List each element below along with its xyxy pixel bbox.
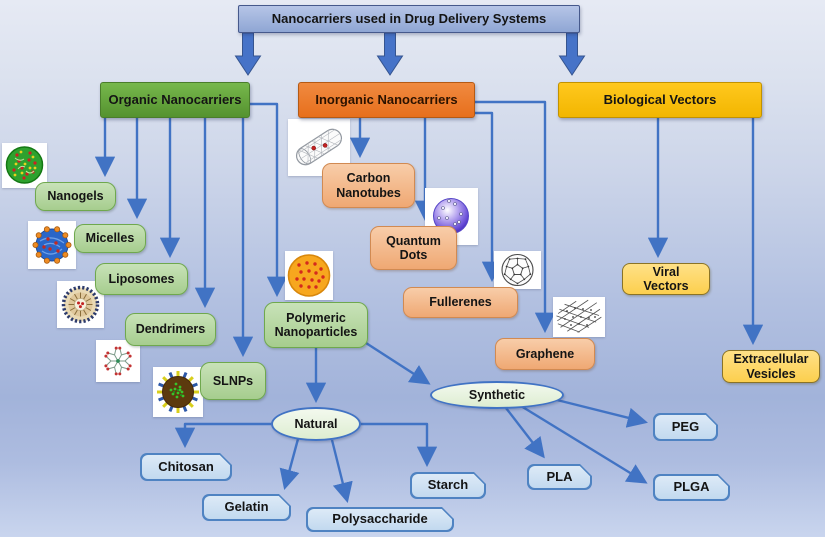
branch-inorganic-nanocarriers: Inorganic Nanocarriers <box>298 82 475 118</box>
nanogel-icon <box>2 143 47 188</box>
liposome-icon <box>57 281 104 328</box>
carbon-nanotube-icon <box>288 119 350 176</box>
node-peg: PEG <box>653 413 718 441</box>
node-viral-vectors: Viral Vectors <box>622 263 710 295</box>
node-slnps: SLNPs <box>200 362 266 400</box>
arrow-natural-starch <box>361 422 438 468</box>
arrow-synthetic-peg <box>556 398 648 428</box>
node-extracellular-vesicles: Extracellular Vesicles <box>722 350 820 383</box>
node-liposomes: Liposomes <box>95 263 188 295</box>
fullerene-icon <box>494 251 541 289</box>
node-fullerenes: Fullerenes <box>403 287 518 318</box>
arrow-natural-polysaccharide <box>330 439 353 503</box>
arrow-synthetic-pla <box>505 407 545 459</box>
dendrimer-icon <box>96 340 140 382</box>
node-quantum-dots: Quantum Dots <box>370 226 457 270</box>
block-arrow-biological <box>558 32 586 76</box>
block-arrow-inorganic <box>376 32 404 76</box>
branch-biological-vectors: Biological Vectors <box>558 82 762 118</box>
node-starch: Starch <box>410 472 486 499</box>
node-dendrimers: Dendrimers <box>125 313 216 346</box>
node-micelles: Micelles <box>74 224 146 253</box>
node-chitosan: Chitosan <box>140 453 232 481</box>
graphene-icon <box>553 297 605 337</box>
node-graphene: Graphene <box>495 338 595 370</box>
arrow-polymeric-synthetic <box>365 341 431 385</box>
node-gelatin: Gelatin <box>202 494 291 521</box>
node-polysaccharide: Polysaccharide <box>306 507 454 532</box>
block-arrow-organic <box>234 32 262 76</box>
slnp-icon <box>153 367 203 417</box>
arrow-synthetic-plga <box>520 404 648 484</box>
node-synthetic: Synthetic <box>430 381 564 409</box>
diagram-title-text: Nanocarriers used in Drug Delivery Syste… <box>271 10 547 26</box>
micelle-icon <box>28 221 76 269</box>
diagram-title: Nanocarriers used in Drug Delivery Syste… <box>238 5 580 33</box>
node-polymeric-nanoparticles: Polymeric Nanoparticles <box>264 302 368 348</box>
node-plga: PLGA <box>653 474 730 501</box>
node-natural: Natural <box>271 407 361 441</box>
arrow-inorganic-fullerenes <box>475 111 503 283</box>
branch-organic-nanocarriers: Organic Nanocarriers <box>100 82 250 118</box>
arrow-natural-chitosan <box>174 422 271 449</box>
arrow-inorganic-graphene <box>475 100 556 334</box>
node-nanogels: Nanogels <box>35 182 116 211</box>
node-pla: PLA <box>527 464 592 490</box>
arrow-natural-gelatin <box>279 438 300 490</box>
polymeric-nanoparticle-icon <box>285 251 333 300</box>
node-carbon-nanotubes: Carbon Nanotubes <box>322 163 415 208</box>
arrow-organic-polymeric <box>250 102 288 298</box>
